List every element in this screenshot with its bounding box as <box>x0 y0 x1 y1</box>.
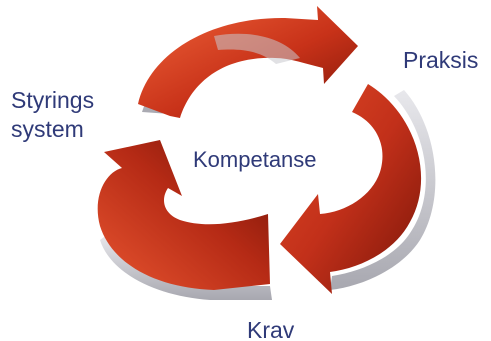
top-arrow-inner-band <box>214 33 300 64</box>
label-kompetanse: Kompetanse <box>193 147 317 172</box>
left-arrow <box>97 140 272 300</box>
right-arrow <box>280 84 436 294</box>
label-styrings: Styrings <box>11 87 95 113</box>
label-system: system <box>11 116 84 142</box>
left-arrow-body <box>97 140 271 290</box>
top-arrow-body <box>138 6 358 118</box>
label-krav: Krav <box>247 317 295 341</box>
right-arrow-body <box>280 84 422 294</box>
label-praksis: Praksis <box>403 47 479 73</box>
top-arrow <box>138 6 358 118</box>
right-arrow-side <box>330 90 436 290</box>
